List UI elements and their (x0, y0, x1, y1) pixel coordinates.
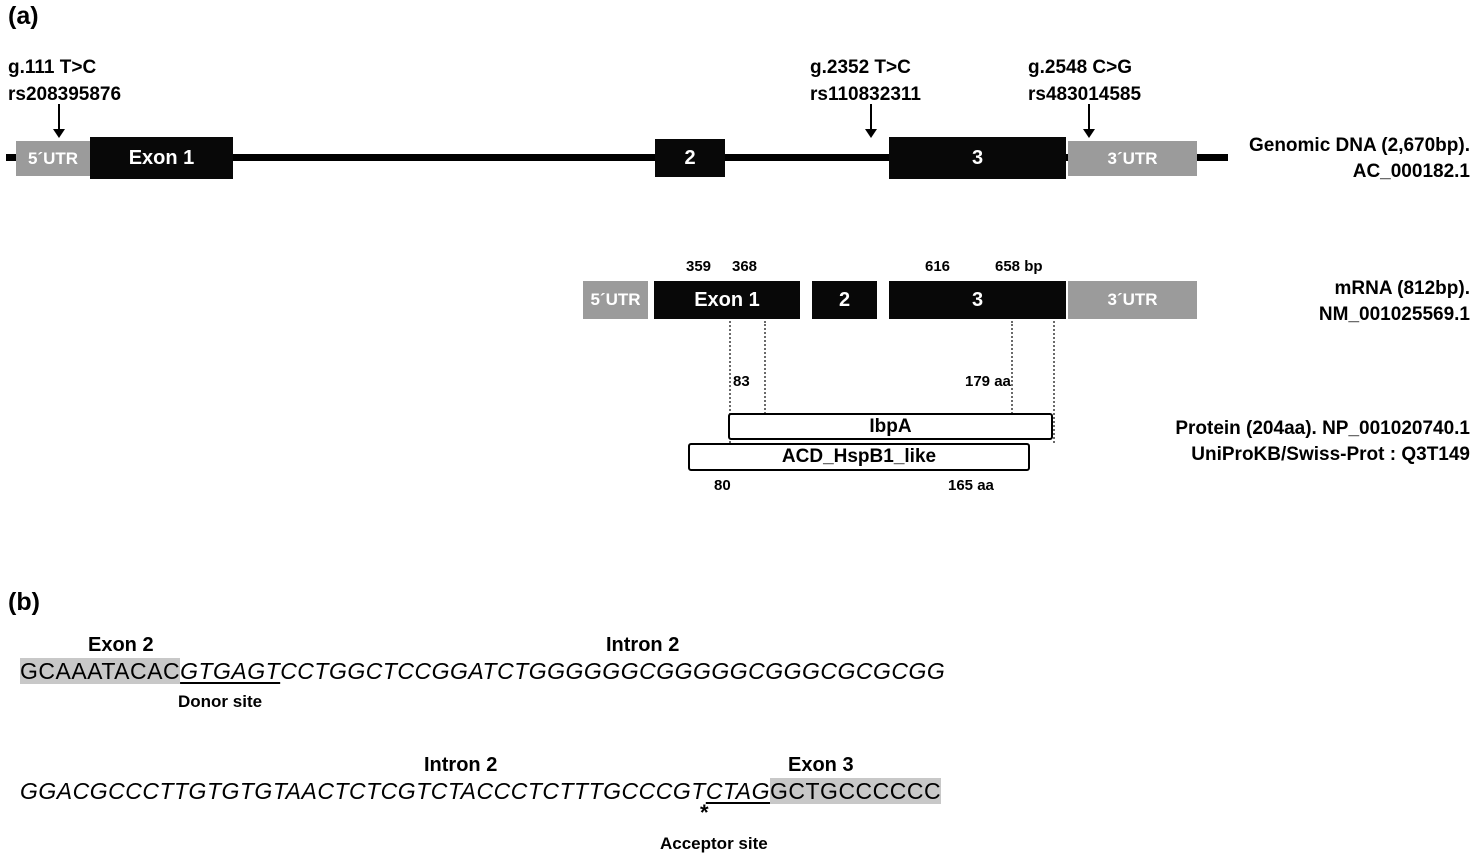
mrna-pos-368: 368 (732, 258, 758, 275)
intron2-header-2: Intron 2 (424, 754, 498, 776)
map-line-left-2 (764, 321, 766, 414)
map-line-right-2 (1053, 321, 1055, 443)
genomic-caption-line1: Genomic DNA (2,670bp). (1248, 135, 1470, 156)
snp-1-rsid: rs208395876 (8, 83, 122, 105)
mrna-utr3-label: 3´UTR (1107, 290, 1158, 309)
domain-ibpa-box: IbpA (728, 413, 1053, 440)
mrna-caption: mRNA (812bp). NM_001025569.1 (1130, 276, 1470, 327)
snp-2-rsid: rs110832311 (810, 83, 921, 105)
protein-pos-165: 165 aa (948, 477, 994, 494)
genomic-dna-line (6, 154, 1228, 161)
snp-2-mutation: g.2352 T>C (810, 57, 911, 78)
domain-ibpa-label: IbpA (869, 415, 912, 437)
snp-arrow-3-icon (1082, 104, 1096, 138)
protein-caption: Protein (204aa). NP_001020740.1 UniProKB… (1050, 416, 1470, 467)
genomic-exon1-box: Exon 1 (90, 137, 233, 179)
genomic-caption-line2: AC_000182.1 (1352, 160, 1470, 182)
map-line-left-1 (729, 321, 731, 443)
snp-arrow-2-icon (864, 104, 878, 138)
domain-acd-label: ACD_HspB1_like (781, 446, 937, 467)
sequence-line-1: GCAAATACACGTGAGTCCTGGCTCCGGATCTGGGGGGCGG… (20, 658, 945, 685)
acceptor-site-sequence: CTAG (705, 778, 770, 804)
map-line-right-1 (1011, 321, 1013, 414)
mrna-exon2-label: 2 (838, 288, 851, 311)
snp-3-mutation: g.2548 C>G (1028, 57, 1133, 78)
genomic-exon2-label: 2 (684, 146, 696, 169)
mrna-utr3-box: 3´UTR (1068, 281, 1197, 319)
protein-pos-83: 83 (733, 373, 750, 390)
mrna-exon2-box: 2 (812, 281, 877, 319)
domain-acd-box: ACD_HspB1_like (688, 443, 1030, 471)
intron2-sequence-part1: CCTGGCTCCGGATCTGGGGGGCGGGGGCGGGCGCGCGG (280, 658, 946, 684)
genomic-exon1-label: Exon 1 (128, 146, 195, 169)
donor-site-label: Donor site (178, 692, 263, 711)
mrna-exon3-box: 3 (889, 281, 1066, 319)
genomic-utr3-box: 3´UTR (1068, 141, 1197, 176)
panel-b-label: (b) (8, 588, 40, 616)
mrna-exon1-label: Exon 1 (694, 288, 760, 311)
exon3-sequence: GCTGCCCCCC (770, 778, 942, 804)
mrna-exon3-label: 3 (971, 288, 984, 311)
genomic-utr5-label: 5´UTR (27, 148, 79, 168)
protein-caption-line2: UniProKB/Swiss-Prot : Q3T149 (1191, 443, 1470, 465)
genomic-exon2-box: 2 (655, 139, 725, 177)
protein-caption-line1: Protein (204aa). NP_001020740.1 (1175, 418, 1470, 439)
snp-arrow-1-icon (52, 104, 66, 138)
mrna-pos-658bp: 658 bp (995, 258, 1043, 275)
genomic-utr5-box: 5´UTR (16, 141, 90, 176)
mrna-pos-359: 359 (686, 258, 712, 275)
protein-pos-80: 80 (714, 477, 731, 494)
exon3-header: Exon 3 (788, 754, 854, 776)
exon2-sequence: GCAAATACAC (20, 658, 181, 684)
mrna-caption-line1: mRNA (812bp). (1334, 278, 1470, 299)
mrna-utr5-box: 5´UTR (583, 281, 648, 319)
intron2-header: Intron 2 (606, 634, 680, 656)
snp-3-rsid: rs483014585 (1028, 83, 1142, 105)
genomic-caption: Genomic DNA (2,670bp). AC_000182.1 (1130, 133, 1470, 184)
mrna-utr5-label: 5´UTR (590, 290, 641, 309)
acceptor-site-label: Acceptor site (660, 834, 768, 853)
protein-pos-179: 179 aa (965, 373, 1011, 390)
snp-1-mutation: g.111 T>C (8, 57, 97, 78)
acceptor-asterisk: * (700, 800, 709, 825)
snp-annotation-3: g.2548 C>G rs483014585 (1028, 55, 1141, 108)
snp-annotation-2: g.2352 T>C rs110832311 (810, 55, 921, 108)
snp-annotation-1: g.111 T>C rs208395876 (8, 55, 121, 108)
panel-a-label: (a) (8, 2, 39, 30)
exon2-header: Exon 2 (88, 634, 154, 656)
mrna-exon1-box: Exon 1 (654, 281, 800, 319)
genomic-exon3-box: 3 (889, 137, 1066, 179)
genomic-utr3-label: 3´UTR (1107, 148, 1158, 168)
genomic-exon3-label: 3 (971, 146, 984, 169)
mrna-pos-616: 616 (925, 258, 951, 275)
sequence-line-2: GGACGCCCTTGTGTGTAACTCTCGTCTACCCTCTTTGCCC… (20, 778, 942, 805)
intron2-sequence-part2: GGACGCCCTTGTGTGTAACTCTCGTCTACCCTCTTTGCCC… (20, 778, 706, 804)
mrna-caption-line2: NM_001025569.1 (1318, 303, 1470, 325)
donor-site-sequence: GTGAGT (180, 658, 281, 684)
